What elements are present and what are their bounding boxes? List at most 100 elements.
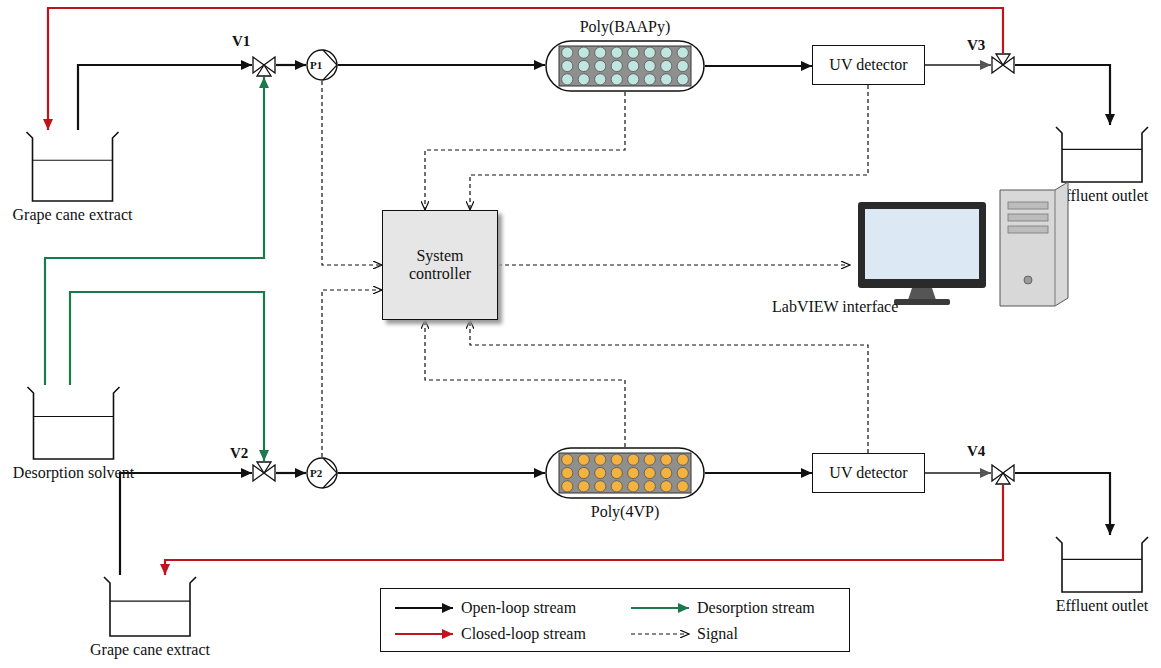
- polymer-bead: [562, 47, 573, 58]
- polymer-bead: [595, 481, 606, 492]
- polymer-bead: [562, 74, 573, 85]
- polymer-bead: [677, 467, 688, 478]
- node-label: UV detector: [829, 464, 907, 482]
- drive-bay: [1008, 202, 1048, 209]
- shape-outline: [83, 575, 217, 637]
- polymer-bead: [661, 454, 672, 465]
- polymer-bead: [595, 60, 606, 71]
- node-label: V1: [232, 33, 250, 50]
- open-loop-pipe: [1015, 473, 1110, 535]
- signal-line: [425, 92, 625, 210]
- node-label: P1: [310, 59, 322, 72]
- polymer-bead: [661, 481, 672, 492]
- legend-sample-line: [631, 607, 689, 609]
- computer-icon: LabVIEW interface: [850, 180, 1075, 310]
- polymer-bead: [578, 454, 589, 465]
- polymer-bead: [578, 467, 589, 478]
- polymer-bead: [595, 47, 606, 58]
- node-label: UV detector: [829, 56, 907, 74]
- polymer-bead: [661, 60, 672, 71]
- shape-outline: [991, 53, 1015, 77]
- polymer-bead: [628, 74, 639, 85]
- monitor-base: [894, 299, 950, 305]
- polymer-bead: [628, 481, 639, 492]
- open-loop-pipe: [338, 472, 545, 474]
- power-button: [1024, 276, 1032, 284]
- valve-port: [996, 473, 1010, 484]
- shape-outline: [545, 40, 705, 92]
- polymer-bead: [644, 74, 655, 85]
- polymer-bead: [644, 481, 655, 492]
- column-housing: [546, 448, 704, 498]
- liquid-level: [1062, 149, 1142, 150]
- legend-label: Closed-loop stream: [461, 625, 586, 643]
- liquid-level: [1062, 559, 1142, 560]
- legend-sample-line: [631, 633, 689, 634]
- legend-samples: [381, 589, 849, 651]
- column-bed: [559, 453, 691, 493]
- adsorption-column: Poly(BAAPy): [545, 40, 705, 92]
- polymer-bead: [677, 60, 688, 71]
- pump-casing: [307, 50, 337, 80]
- shape-outline: [252, 53, 276, 77]
- pump-casing: [307, 458, 337, 488]
- polymer-bead: [562, 60, 573, 71]
- liquid-level: [34, 416, 114, 417]
- drive-bay: [1008, 226, 1048, 233]
- open-loop-pipe: [276, 472, 306, 474]
- polymer-bead: [661, 74, 672, 85]
- node-label: Grape cane extract: [83, 641, 217, 659]
- open-loop-pipe: [338, 64, 545, 66]
- node-label: LabVIEW interface: [772, 298, 898, 316]
- column-housing: [546, 41, 704, 91]
- polymer-bead: [562, 481, 573, 492]
- open-loop-pipe: [705, 65, 812, 67]
- closed-loop-pipe: [48, 8, 1003, 130]
- shape-outline: [545, 447, 705, 499]
- valve-port: [257, 462, 271, 473]
- polymer-bead: [677, 74, 688, 85]
- open-loop-pipe: [276, 64, 306, 66]
- beaker-vessel: Grape cane extract: [8, 130, 137, 228]
- polymer-bead: [611, 74, 622, 85]
- polymer-bead: [677, 481, 688, 492]
- legend-sample-line: [395, 633, 453, 635]
- node-label: Desorption solvent: [4, 464, 143, 482]
- polymer-bead: [677, 47, 688, 58]
- node-label: Grape cane extract: [8, 206, 137, 224]
- monitor-frame: [858, 202, 986, 288]
- pc-tower: [1000, 182, 1068, 306]
- liquid-level: [110, 600, 190, 601]
- detector-box: UV detector: [812, 453, 925, 493]
- polymer-bead: [611, 60, 622, 71]
- beaker-outline: [28, 387, 120, 459]
- desorption-pipe: [45, 77, 264, 385]
- adsorption-column: Poly(4VP): [545, 447, 705, 499]
- open-loop-pipe: [705, 472, 812, 474]
- pump-impeller: [323, 50, 337, 80]
- beaker-outline: [104, 577, 196, 636]
- polymer-bead: [628, 47, 639, 58]
- monitor-stand: [908, 288, 936, 300]
- three-way-valve: V3: [991, 53, 1015, 77]
- pump-symbol: P1: [306, 49, 338, 81]
- polymer-bead: [644, 454, 655, 465]
- detector-box: UV detector: [812, 45, 925, 85]
- node-label: V3: [967, 37, 985, 54]
- monitor-screen: [865, 209, 979, 279]
- legend-label: Desorption stream: [697, 599, 815, 617]
- polymer-bead: [628, 467, 639, 478]
- shape-outline: [850, 180, 1075, 310]
- signal-line: [322, 290, 382, 457]
- node-label: V4: [967, 443, 985, 460]
- open-loop-pipe: [925, 64, 991, 66]
- beaker-vessel: Effluent outlet: [1047, 535, 1157, 621]
- polymer-bead: [578, 74, 589, 85]
- open-loop-pipe: [925, 472, 991, 474]
- node-label: Effluent outlet: [1047, 597, 1157, 615]
- shape-outline: [1047, 125, 1157, 183]
- three-way-valve: V4: [991, 461, 1015, 485]
- open-loop-pipe: [1015, 65, 1110, 125]
- shape-outline: [991, 461, 1015, 485]
